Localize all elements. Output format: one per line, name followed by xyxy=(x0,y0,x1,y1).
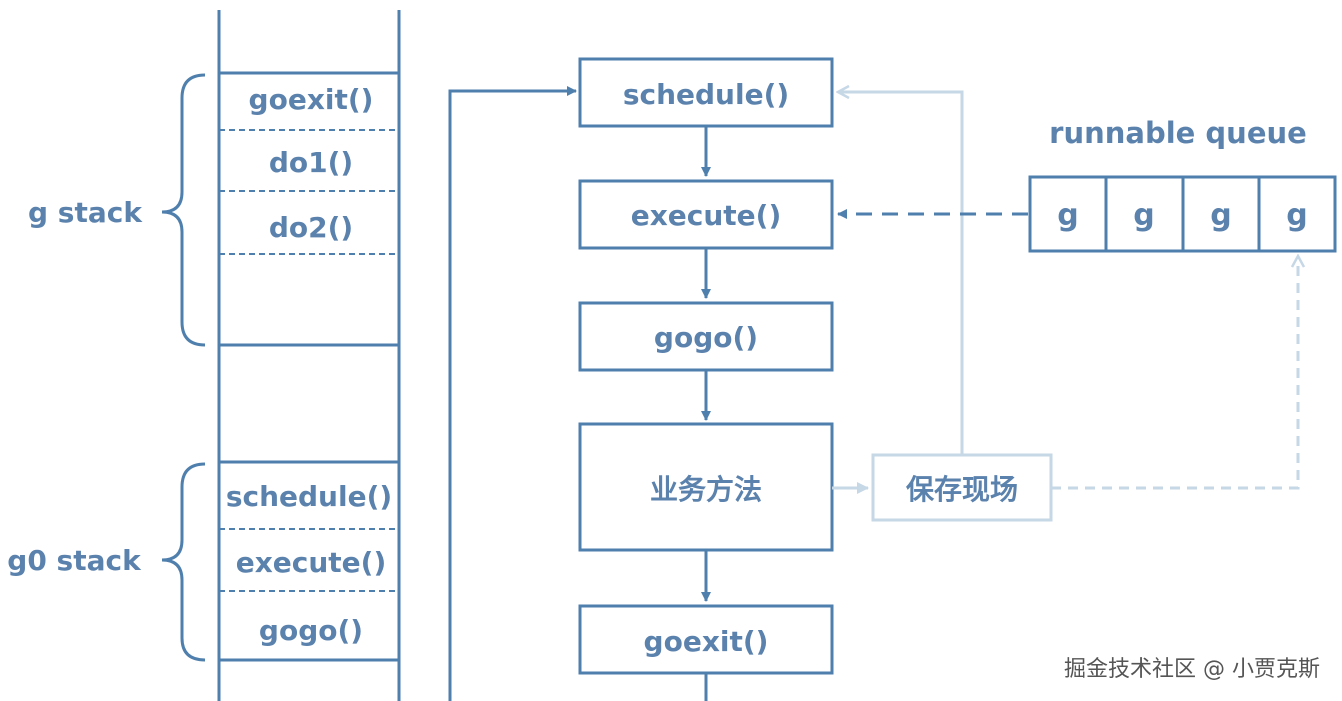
schedule-box xyxy=(578,57,834,128)
g-stack-brace xyxy=(161,73,206,347)
g0-stack-frame-execute: execute() xyxy=(236,546,387,579)
g-stack-frame-do1: do1() xyxy=(269,146,353,179)
execute-box xyxy=(578,179,834,250)
runnable-queue: g g g g xyxy=(1028,175,1337,253)
g-stack-frame-goexit: goexit() xyxy=(249,83,374,116)
gogo-label: gogo() xyxy=(654,321,758,354)
g0-stack: schedule() execute() gogo() g0 stack xyxy=(7,460,399,662)
save-context-label: 保存现场 xyxy=(906,473,1018,506)
goexit-label: goexit() xyxy=(644,625,769,658)
business-label: 业务方法 xyxy=(650,473,762,506)
arrow-save-schedule xyxy=(838,92,964,455)
queue-item: g xyxy=(1286,198,1307,233)
g0-stack-frame-schedule: schedule() xyxy=(226,480,392,513)
loop-arrow xyxy=(448,86,577,701)
queue-item: g xyxy=(1210,198,1231,233)
g-stack-label: g stack xyxy=(28,196,143,229)
execute-label: execute() xyxy=(631,199,782,232)
g-stack: goexit() do1() do2() g stack xyxy=(28,71,399,347)
gogo-box xyxy=(578,301,834,372)
queue-item: g xyxy=(1057,198,1078,233)
stack-column xyxy=(217,10,401,701)
watermark: 掘金技术社区 @ 小贾克斯 xyxy=(1064,657,1320,682)
queue-title: runnable queue xyxy=(1049,116,1307,150)
g0-stack-label: g0 stack xyxy=(7,544,142,577)
queue-item: g xyxy=(1133,198,1154,233)
g-stack-frame-do2: do2() xyxy=(269,211,353,244)
g0-stack-brace xyxy=(161,462,206,662)
g0-stack-frame-gogo: gogo() xyxy=(259,614,363,647)
arrow-save-queue xyxy=(1051,256,1298,490)
schedule-label: schedule() xyxy=(623,78,789,111)
